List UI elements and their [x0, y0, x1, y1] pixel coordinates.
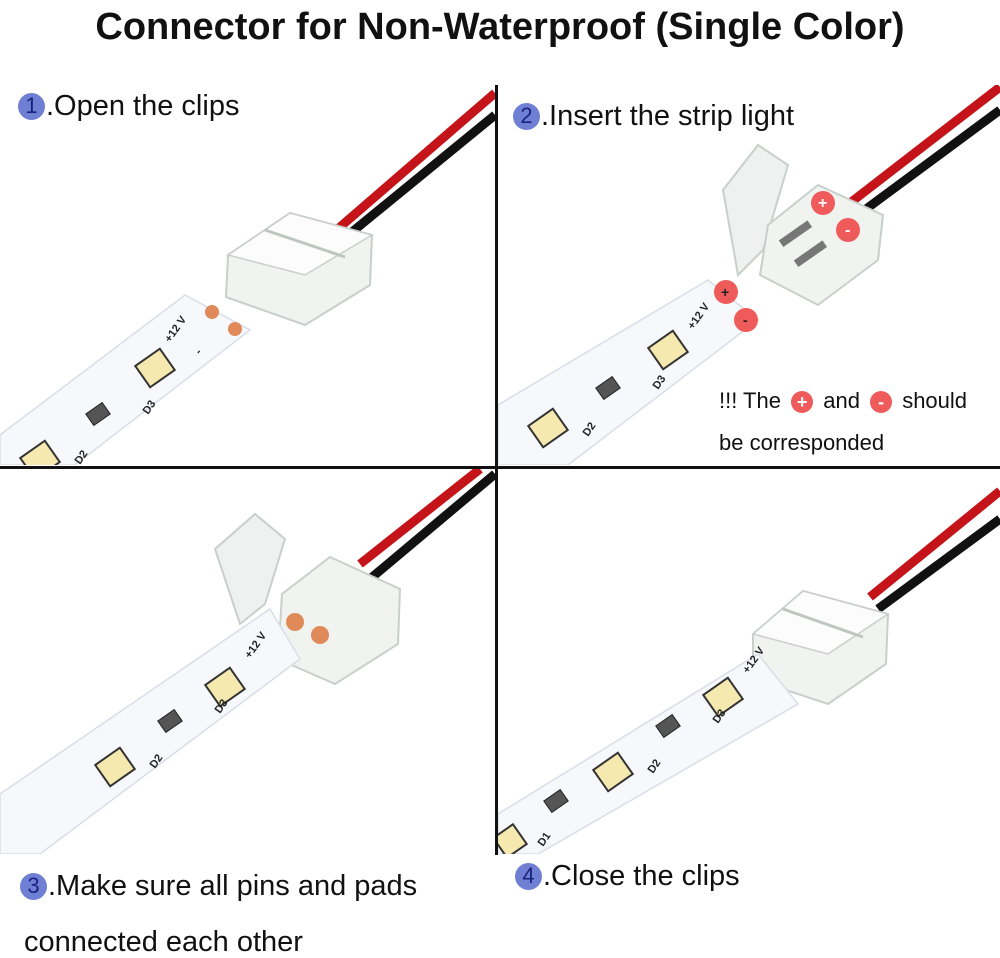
- step-1-number: 1: [18, 92, 45, 120]
- connector-icon: [751, 589, 890, 706]
- resistor: [595, 375, 621, 401]
- led-d2: [18, 439, 62, 465]
- panel-4-illustration: +12 V D3 D2 D1: [498, 487, 1000, 854]
- step-3-text: .Make sure all pins and pads: [48, 870, 418, 902]
- red-wire: [322, 89, 495, 244]
- led-d2: [526, 407, 570, 449]
- black-wire: [327, 111, 495, 254]
- step-1-label: 1.Open the clips: [18, 90, 239, 122]
- note-mid: and: [823, 388, 860, 413]
- panel-1-illustration: +12 V - D3 D2: [0, 89, 495, 465]
- red-wire: [357, 469, 483, 568]
- page-title: Connector for Non-Waterproof (Single Col…: [95, 6, 905, 48]
- led-strip-icon: +12 V D3 D2 D1: [498, 644, 800, 854]
- note-suffix: should: [902, 388, 968, 413]
- strip-d2-label: D2: [73, 448, 91, 465]
- led-d3: [203, 666, 247, 708]
- polarity-note: !!! The + and - should: [719, 388, 967, 414]
- step-4-text: .Close the clips: [543, 860, 740, 892]
- minus-sign-icon: [836, 218, 860, 242]
- connector-icon: [224, 211, 374, 327]
- plus-sign-icon: +: [791, 391, 814, 414]
- resistor: [85, 401, 111, 427]
- led-d1: [498, 822, 529, 854]
- pad-minus: [311, 626, 329, 644]
- step-3-label-line2: connected each other: [24, 926, 303, 958]
- pad-plus: [286, 613, 304, 631]
- resistor: [655, 713, 681, 739]
- connector-icon: [213, 512, 402, 686]
- note-prefix: !!! The: [719, 388, 781, 413]
- led-strip-icon: +12 V D3 D2: [0, 607, 301, 854]
- step-3-text2: connected each other: [24, 926, 303, 958]
- horizontal-divider: [0, 466, 1000, 469]
- red-wire: [867, 487, 1000, 601]
- led-d3: [701, 676, 745, 718]
- connector-icon: + -: [721, 143, 885, 307]
- strip-minus-label: -: [193, 347, 205, 357]
- red-wire: [847, 85, 1000, 207]
- resistor-r1: [543, 788, 569, 814]
- step-4-label: 4.Close the clips: [515, 860, 740, 892]
- pad-plus: [205, 305, 219, 319]
- black-wire: [855, 106, 1000, 219]
- resistor: [157, 708, 183, 734]
- led-strip-icon: + - +12 V D3 D2: [498, 279, 760, 465]
- pad-minus: [734, 308, 758, 332]
- svg-text:-: -: [743, 312, 748, 328]
- step-2-text: .Insert the strip light: [541, 100, 795, 132]
- step-2-label: 2.Insert the strip light: [513, 100, 794, 132]
- led-strip-icon: +12 V - D3 D2: [0, 294, 252, 465]
- panel-3-illustration: +12 V D3 D2: [0, 469, 495, 854]
- svg-text:+: +: [721, 284, 729, 300]
- vertical-divider: [495, 85, 498, 855]
- svg-text:-: -: [845, 222, 850, 239]
- step-3-label: 3.Make sure all pins and pads: [20, 870, 417, 902]
- step-2-number: 2: [513, 102, 540, 130]
- step-1-text: .Open the clips: [46, 90, 240, 122]
- svg-text:+: +: [818, 195, 827, 212]
- led-d3: [133, 347, 177, 389]
- plus-sign-icon: [811, 191, 835, 215]
- black-wire: [875, 515, 1000, 613]
- polarity-note-line2: be corresponded: [719, 430, 885, 455]
- pad-plus: [714, 280, 738, 304]
- step-4-number: 4: [515, 862, 542, 890]
- step-3-number: 3: [20, 872, 47, 900]
- minus-sign-icon: -: [870, 391, 893, 414]
- led-d2: [93, 746, 137, 788]
- pad-minus: [228, 322, 242, 336]
- black-wire: [367, 470, 495, 583]
- panel-2-illustration: + - + - +12 V D3 D2: [498, 85, 1000, 465]
- led-d3: [646, 329, 690, 371]
- led-d2: [591, 751, 635, 793]
